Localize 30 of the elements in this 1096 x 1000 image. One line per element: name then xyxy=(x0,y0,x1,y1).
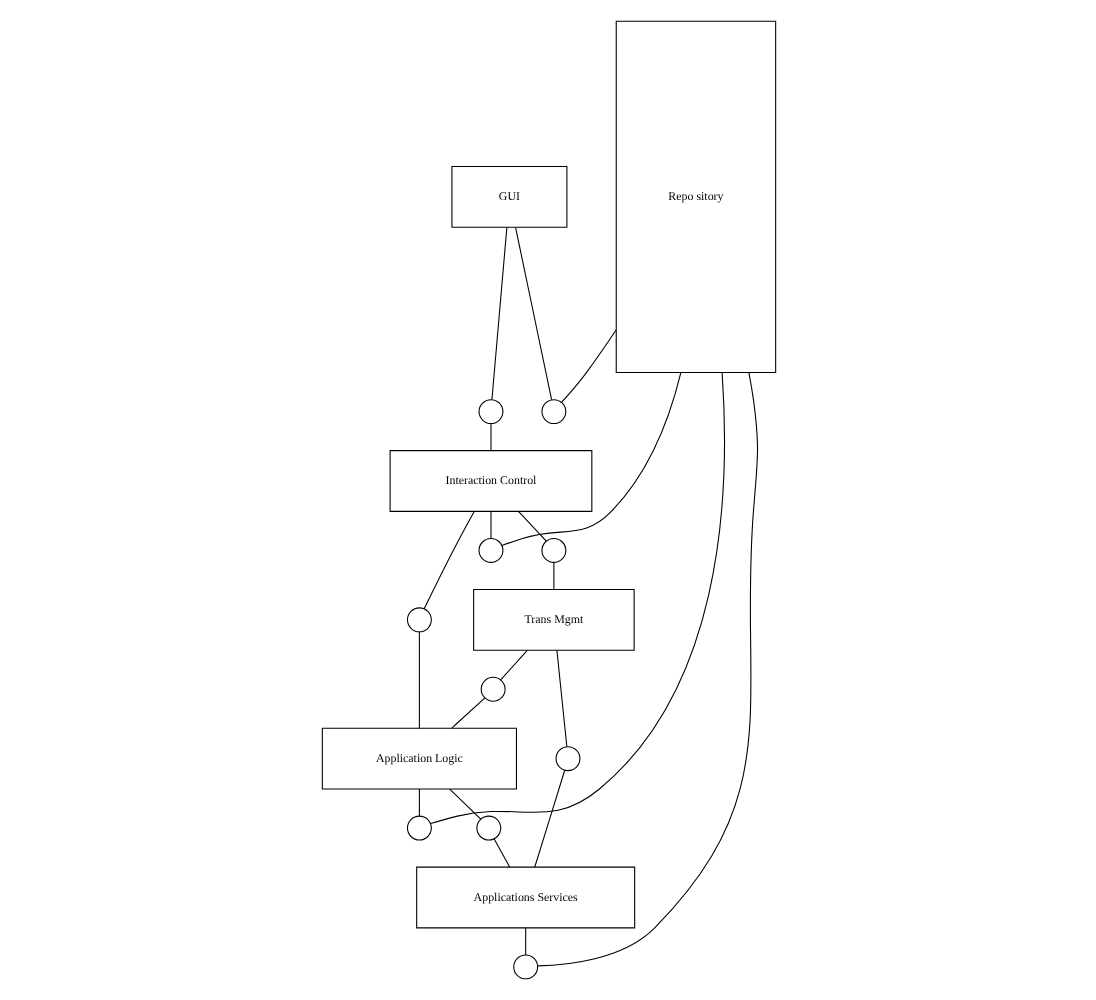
node-circle xyxy=(477,399,503,425)
connector xyxy=(524,927,526,956)
connector xyxy=(489,423,491,452)
node-circle xyxy=(477,537,503,563)
connector xyxy=(552,562,554,590)
connector xyxy=(499,649,527,681)
node-circle xyxy=(540,399,566,425)
connector xyxy=(533,769,565,868)
connector xyxy=(555,649,567,748)
connector xyxy=(489,510,491,540)
connector xyxy=(448,788,481,820)
connector xyxy=(559,329,616,403)
connector xyxy=(490,227,507,401)
node-circle xyxy=(540,537,566,563)
connector xyxy=(536,372,758,967)
connector xyxy=(492,838,510,868)
node-circle xyxy=(475,815,501,841)
connector xyxy=(429,372,725,825)
node-circle xyxy=(554,746,580,772)
node-circle xyxy=(479,676,505,702)
connector xyxy=(417,631,419,729)
connector xyxy=(500,372,681,546)
connector xyxy=(422,511,474,610)
node-circle xyxy=(405,607,431,633)
connector xyxy=(516,510,546,542)
node-circle xyxy=(512,954,538,980)
connector xyxy=(450,697,485,729)
node-circle xyxy=(405,815,431,841)
connector xyxy=(514,227,552,401)
connector xyxy=(417,788,419,817)
